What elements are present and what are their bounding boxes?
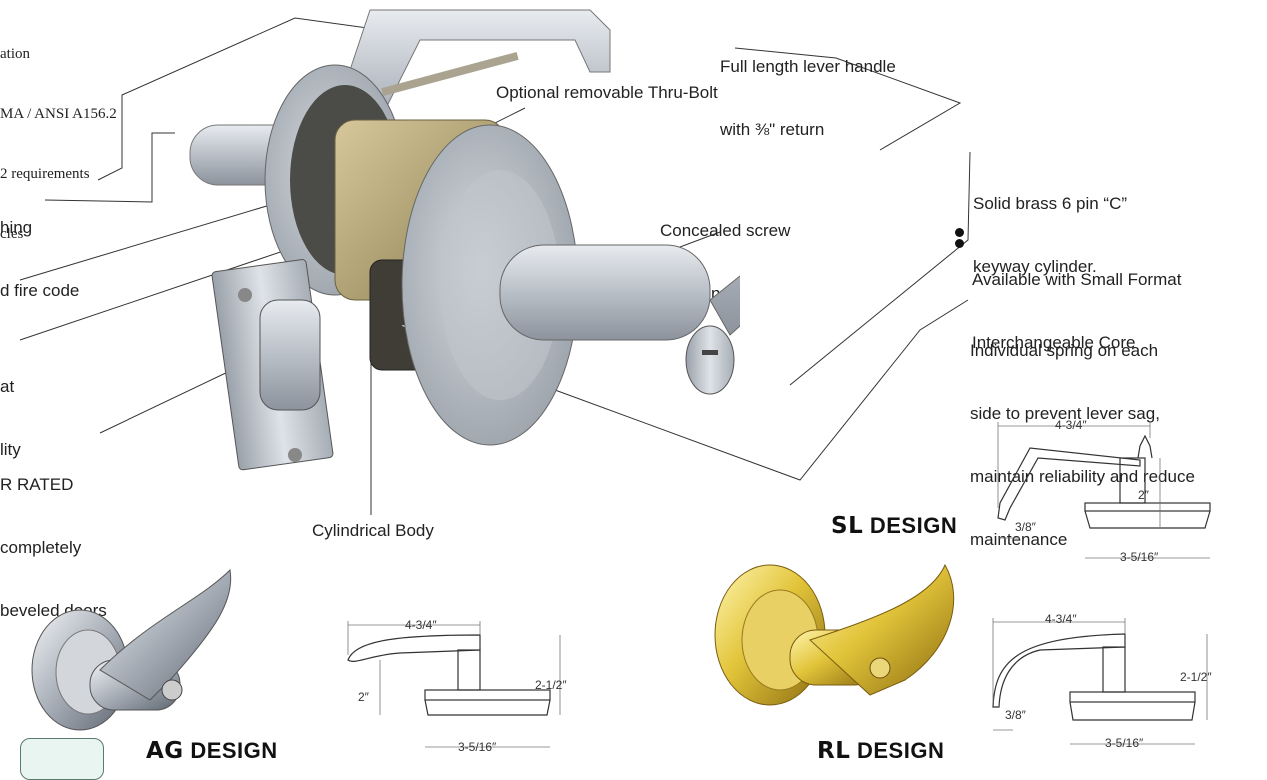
- callout-line: d fire code: [0, 281, 80, 300]
- ag-width-dimension: 4-3/4″: [405, 618, 437, 632]
- rl-dimension-drawing: [992, 618, 1208, 745]
- design-code: RL: [817, 738, 851, 764]
- rl-design-label: RL DESIGN: [817, 738, 944, 764]
- fire-rated-callout: R RATED completely beveled doors: [0, 432, 107, 642]
- callout-line: Concealed screw: [660, 221, 791, 240]
- sl-offset-dimension: 3/8″: [1015, 520, 1036, 534]
- reliability-callout: at lity: [0, 334, 21, 481]
- callout-line: maintenance: [970, 530, 1068, 549]
- design-word: DESIGN: [190, 738, 278, 763]
- rl-rose-dimension: 3-5/16″: [1105, 736, 1144, 750]
- solid-brass-callout: Solid brass 6 pin “C” keyway cylinder.: [973, 151, 1127, 298]
- callout-line: maintain reliability and reduce: [970, 467, 1195, 486]
- sl-design-label: SL DESIGN: [831, 513, 957, 539]
- rl-lever-image: [714, 563, 955, 706]
- callout-line: Available with Small Format: [972, 270, 1182, 289]
- thru-bolt-callout: Optional removable Thru-Bolt: [496, 83, 718, 102]
- callout-line: completely: [0, 538, 82, 557]
- design-word: DESIGN: [857, 738, 945, 763]
- callout-line: with ⅜" return: [720, 120, 825, 139]
- rl-width-dimension: 4-3/4″: [1045, 612, 1077, 626]
- callout-line: MA / ANSI A156.2: [0, 106, 117, 122]
- sl-rose-dimension: 3-5/16″: [1120, 550, 1159, 564]
- certification-callout: ation MA / ANSI A156.2 2 requirements cl…: [0, 4, 117, 264]
- sl-height-dimension: 2″: [1138, 488, 1149, 502]
- callout-line: side to prevent lever sag,: [970, 404, 1160, 423]
- callout-line: ation: [0, 46, 30, 62]
- ag-dimension-drawing: [347, 621, 561, 748]
- callout-line: Full length lever handle: [720, 57, 896, 76]
- rl-total-height-dimension: 2-1/2″: [1180, 670, 1212, 684]
- cylindrical-body-callout: Cylindrical Body: [312, 521, 434, 540]
- ag-rose-dimension: 3-5/16″: [458, 740, 497, 754]
- callout-line: 2 requirements: [0, 166, 90, 182]
- callout-line: R RATED: [0, 475, 74, 494]
- ag-inner-height-dimension: 2″: [358, 690, 369, 704]
- design-code: AG: [146, 738, 184, 764]
- callout-line: Individual spring on each: [970, 341, 1159, 360]
- rl-offset-dimension: 3/8″: [1005, 708, 1026, 722]
- callout-line: lity: [0, 440, 21, 459]
- design-word: DESIGN: [869, 513, 958, 538]
- main-lever-lock-image: UL LISTED: [189, 9, 740, 471]
- callout-line: at: [0, 377, 15, 396]
- full-length-lever-callout: Full length lever handle with ⅜" return: [720, 14, 896, 161]
- callout-line: Interchangeable Core: [972, 333, 1136, 352]
- callout-line: cles: [0, 226, 24, 242]
- design-code: SL: [831, 513, 864, 539]
- info-box: [20, 738, 104, 780]
- bullet-icon: [955, 228, 967, 252]
- individual-spring-callout: Individual spring on each side to preven…: [970, 298, 1195, 571]
- callout-line: hing: [0, 218, 33, 237]
- ag-total-height-dimension: 2-1/2″: [535, 678, 567, 692]
- callout-line: keyway cylinder.: [973, 257, 1097, 276]
- ag-design-label: AG DESIGN: [146, 738, 278, 764]
- fire-code-callout: hing d fire code: [0, 175, 79, 322]
- ag-lever-image: [31, 568, 232, 731]
- sl-dimension-drawing: [997, 422, 1211, 559]
- sl-width-dimension: 4-3/4″: [1055, 418, 1087, 432]
- callout-line: Solid brass 6 pin “C”: [973, 194, 1128, 213]
- small-format-callout: Available with Small Format Interchangea…: [972, 227, 1181, 374]
